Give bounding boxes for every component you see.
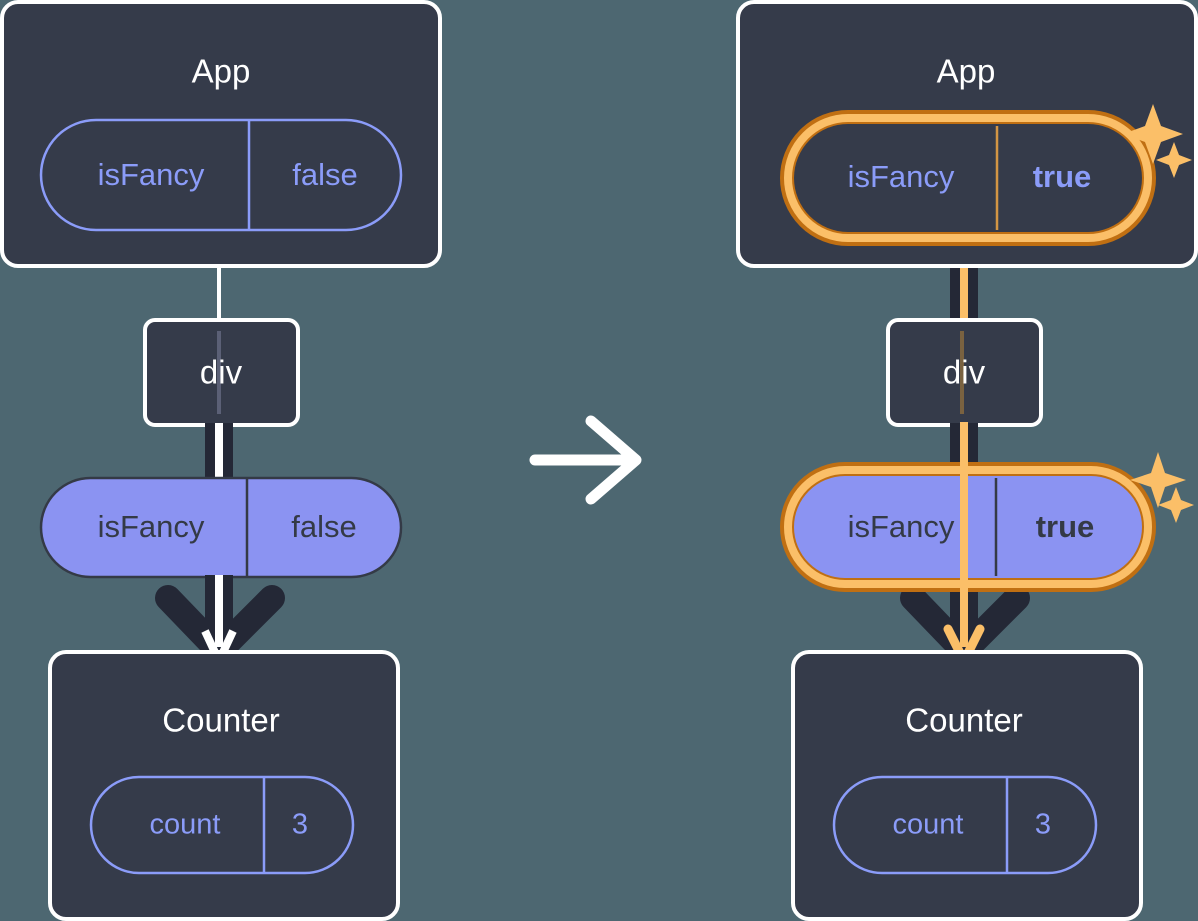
app-state-pill-key-right: isFancy (848, 159, 955, 194)
prop-pill-value-right: true (1036, 509, 1095, 544)
div-box-inner-line-right (960, 331, 964, 414)
sparkle-group-app-right (1123, 104, 1192, 178)
app-state-pill-key-left: isFancy (98, 157, 205, 192)
app-box-title-right: App (937, 53, 996, 90)
sparkle-small-icon-prop (1158, 487, 1194, 523)
prop-pill-left: isFancy false (39, 476, 403, 579)
div-box-left: div (143, 318, 300, 427)
counter-state-pill-outline-left (89, 775, 355, 875)
prop-pill-value-left: false (291, 509, 356, 544)
app-state-pill-highlight-ring-right (780, 110, 1156, 246)
sparkle-large-icon-app (1123, 104, 1183, 164)
counter-state-pill-outline-right (832, 775, 1098, 875)
app-state-pill-value-right: true (1033, 159, 1092, 194)
counter-box-left: Counter count 3 (48, 650, 400, 921)
edge-app-to-div-left (217, 250, 221, 330)
counter-box-right: Counter count 3 (791, 650, 1143, 921)
div-box-title-right: div (943, 354, 986, 391)
panel-after: App isFancy true (736, 0, 1198, 921)
counter-state-pill-value-right: 3 (1035, 809, 1051, 841)
counter-box-rect-right (791, 650, 1143, 921)
panel-before: App isFancy false div (0, 0, 442, 921)
counter-state-pill-key-right: count (893, 809, 964, 841)
transition-arrow-icon (529, 415, 642, 505)
app-state-pill-left: isFancy false (39, 118, 403, 232)
app-state-pill-outline-left (39, 118, 403, 232)
highlight-ring-inner-app (784, 114, 1152, 242)
app-box-rect-left (0, 0, 442, 268)
prop-pill-key-right: isFancy (848, 509, 955, 544)
div-box-right: div (886, 318, 1043, 427)
counter-state-pill-value-left: 3 (292, 809, 308, 841)
counter-box-title-right: Counter (905, 702, 1022, 739)
div-box-title-left: div (200, 354, 243, 391)
div-box-inner-line-left (217, 331, 221, 414)
app-box-right: App isFancy true (736, 0, 1198, 268)
app-state-pill-right: isFancy true (794, 124, 1142, 232)
sparkle-group-prop-right (1130, 452, 1194, 523)
counter-box-title-left: Counter (162, 702, 279, 739)
counter-box-rect-left (48, 650, 400, 921)
counter-state-pill-key-left: count (150, 809, 221, 841)
counter-state-pill-right: count 3 (832, 775, 1098, 875)
app-box-title-left: App (192, 53, 251, 90)
app-box-left: App isFancy false (0, 0, 442, 268)
app-state-pill-body-right (794, 124, 1142, 232)
prop-pill-key-left: isFancy (98, 509, 205, 544)
sparkle-small-icon-app (1156, 142, 1192, 178)
app-state-pill-value-left: false (292, 157, 357, 192)
sparkle-large-icon-prop (1130, 452, 1186, 508)
counter-state-pill-left: count 3 (89, 775, 355, 875)
edge-div-to-prop-left (205, 423, 233, 485)
